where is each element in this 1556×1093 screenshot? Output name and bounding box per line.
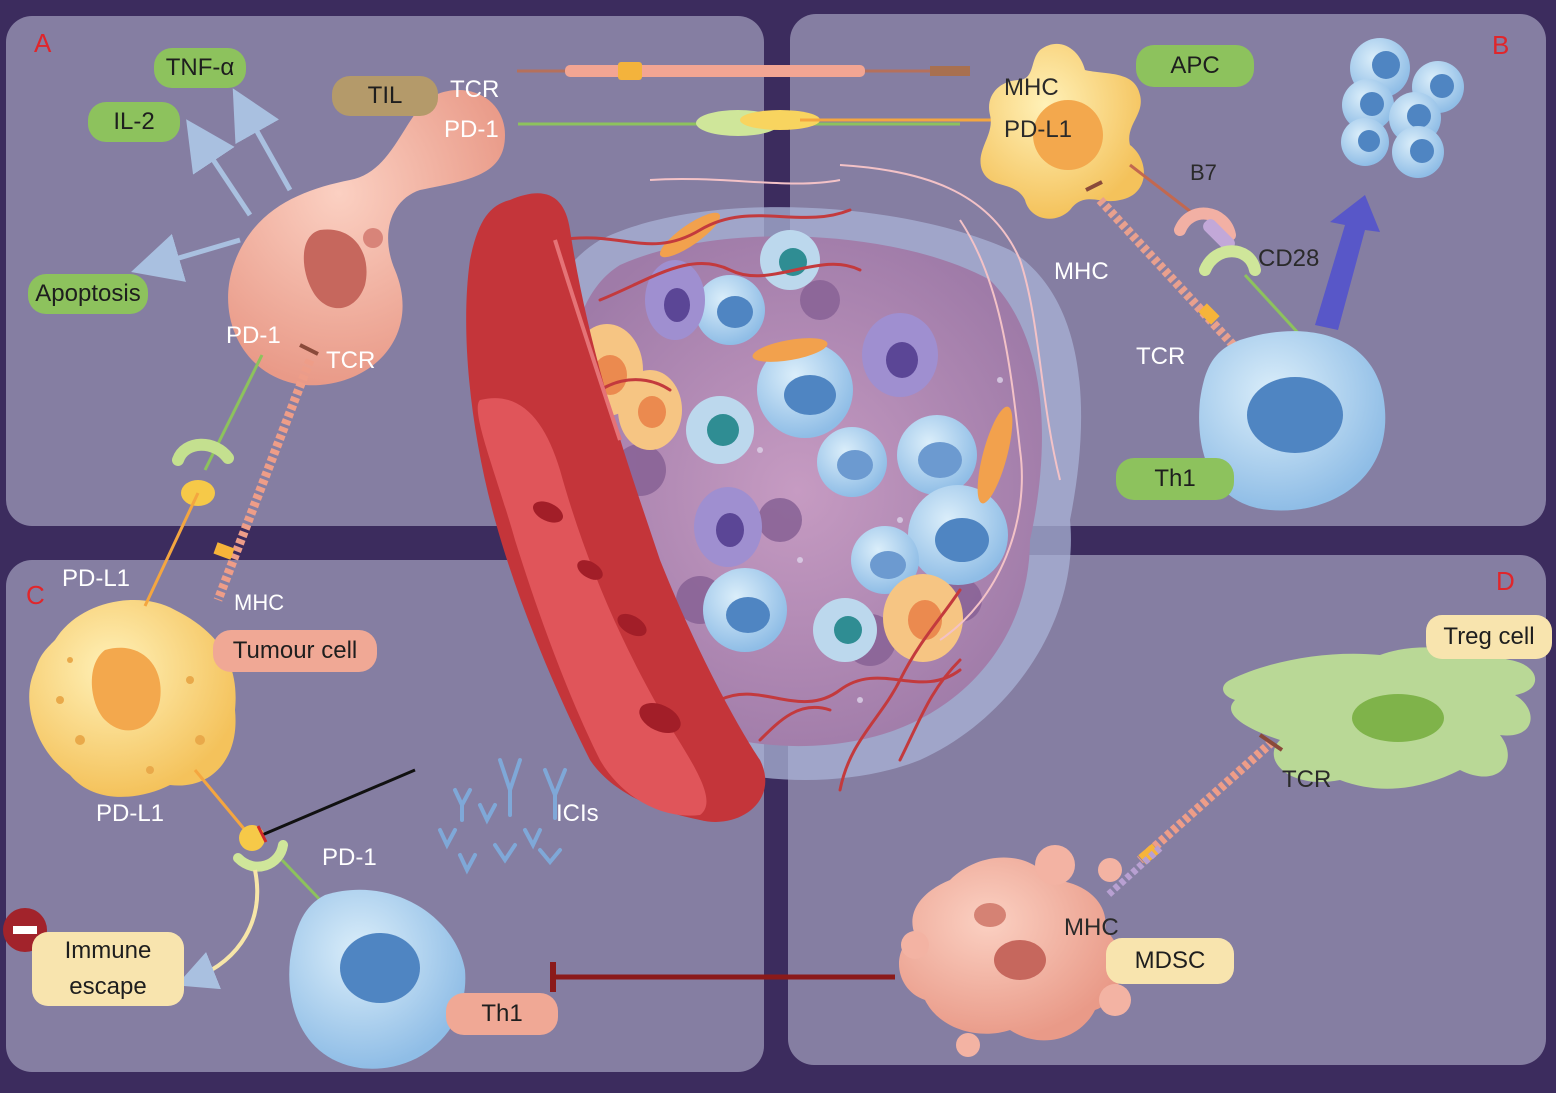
treg-cell-tag: Treg cell bbox=[1426, 615, 1552, 659]
panel-a-letter: A bbox=[34, 28, 52, 58]
b7-label: B7 bbox=[1190, 160, 1217, 185]
th1-tag-c: Th1 bbox=[446, 993, 558, 1035]
mhc-label-d: MHC bbox=[1064, 914, 1119, 941]
fibers bbox=[649, 164, 1061, 641]
panel-a-art bbox=[131, 88, 505, 602]
tnf-alpha-tag: TNF-α bbox=[154, 48, 246, 88]
capillaries bbox=[558, 208, 962, 792]
immune-escape-tag: Immune escape bbox=[32, 932, 184, 1006]
pd1-label-c: PD-1 bbox=[322, 844, 377, 871]
tcr-top-label: TCR bbox=[450, 76, 500, 103]
th1-tag-b: Th1 bbox=[1116, 458, 1234, 500]
mdsc-tag: MDSC bbox=[1106, 938, 1234, 984]
pdl1-top-label: PD-L1 bbox=[62, 565, 131, 592]
apc-tag: APC bbox=[1136, 45, 1254, 87]
inhibition-line bbox=[261, 768, 416, 837]
panel-b-letter: B bbox=[1492, 30, 1510, 60]
panel-d-letter: D bbox=[1496, 566, 1515, 596]
antibody-icon bbox=[438, 758, 567, 875]
tcr-mid-label: TCR bbox=[326, 347, 376, 374]
panel-d-art bbox=[550, 647, 1536, 1057]
til-tag: TIL bbox=[332, 76, 438, 116]
immune-escape-line1: Immune bbox=[64, 937, 152, 964]
panel-c-art bbox=[3, 492, 567, 1069]
mhc-label-c: MHC bbox=[234, 590, 285, 615]
panel-b-art bbox=[980, 38, 1464, 511]
tumour-cell-tag: Tumour cell bbox=[213, 630, 377, 672]
mhc-label: MHC bbox=[1054, 258, 1109, 285]
tcr-label: TCR bbox=[1136, 343, 1186, 370]
mhc-top-label: MHC bbox=[1004, 74, 1059, 101]
blood-vessel bbox=[466, 193, 766, 822]
cd28-label: CD28 bbox=[1258, 245, 1320, 272]
tcr-label-d: TCR bbox=[1282, 766, 1332, 793]
pd1-mid-label: PD-1 bbox=[226, 322, 281, 349]
pdl1-bottom-label: PD-L1 bbox=[96, 800, 165, 827]
pdl1-label: PD-L1 bbox=[1004, 116, 1073, 143]
panel-c-letter: C bbox=[26, 580, 45, 610]
il2-tag: IL-2 bbox=[88, 102, 180, 142]
pd1-top-label: PD-1 bbox=[444, 116, 499, 143]
icis-label: ICIs bbox=[556, 800, 599, 827]
top-ligand-bars bbox=[517, 62, 1030, 136]
apoptosis-tag: Apoptosis bbox=[28, 274, 148, 314]
proliferating-cells bbox=[1341, 38, 1464, 178]
immune-escape-line2: escape bbox=[69, 973, 147, 1000]
